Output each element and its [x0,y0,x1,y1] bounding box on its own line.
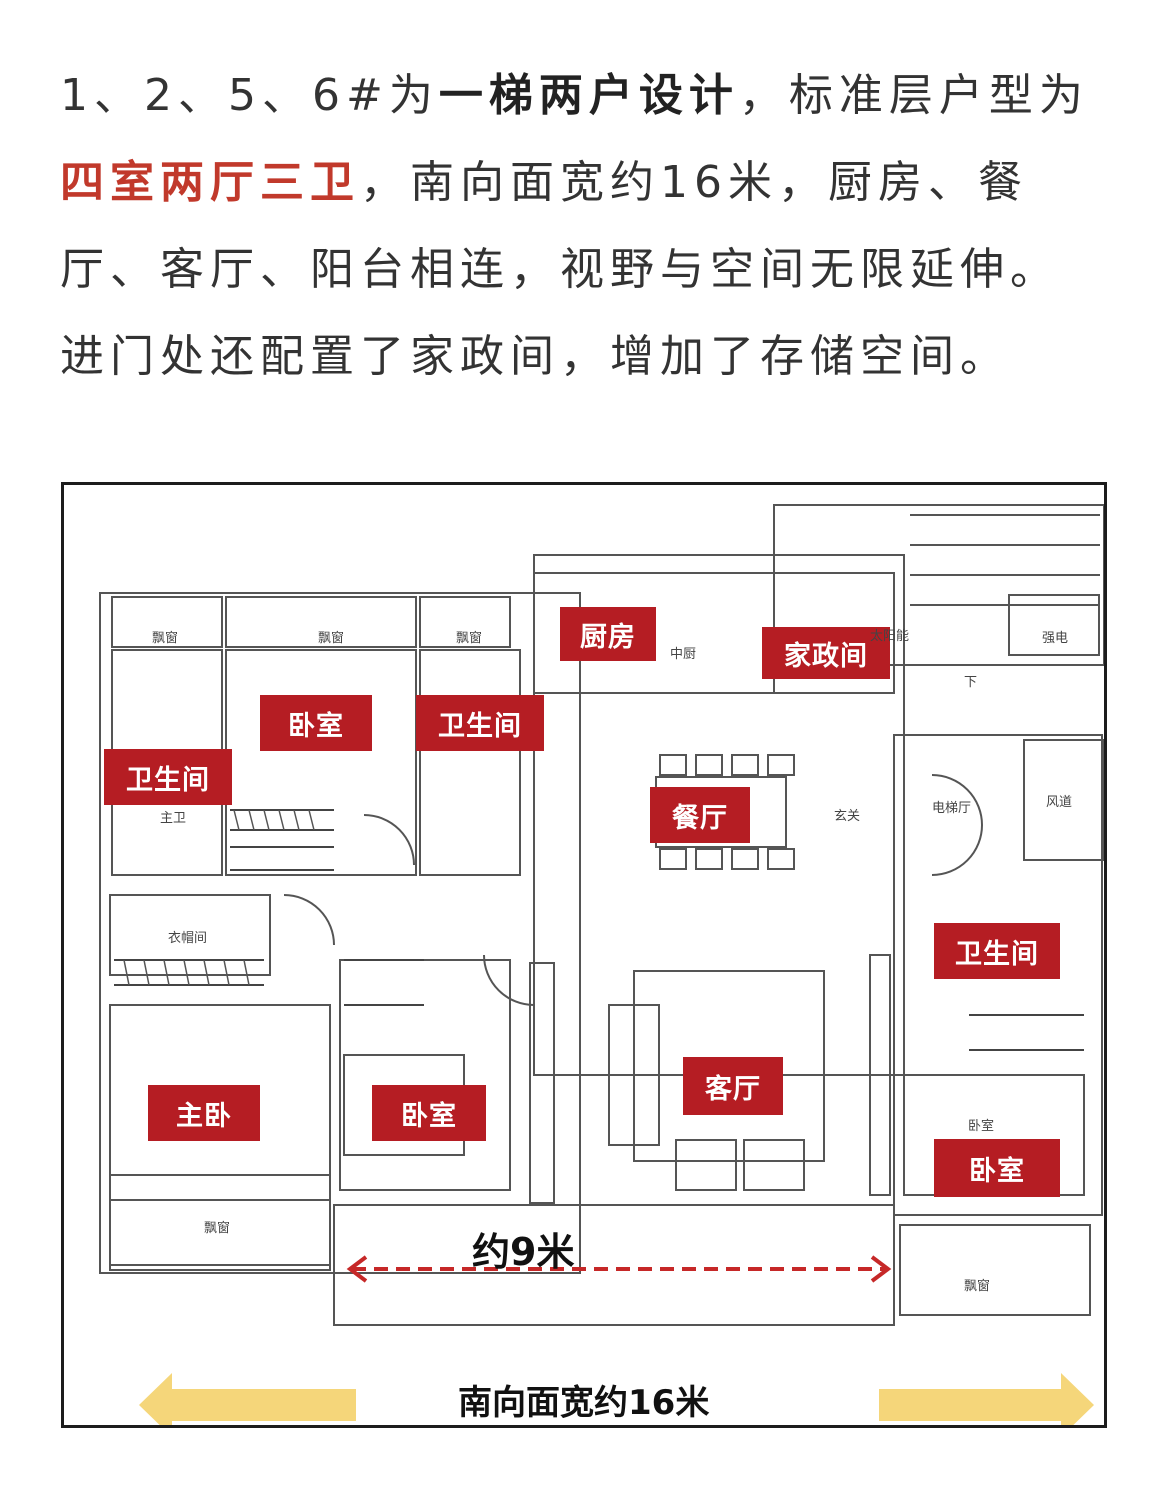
text-fire-valve: 太阳能 [870,629,910,644]
width-16m-label: 南向面宽约16米 [458,1383,710,1423]
text-elevator-hall: 电梯厅 [932,801,972,816]
label-bathroom-left: 卫生间 [104,749,232,805]
text-down: 下 [964,675,978,690]
text-bay-bottom-left: 飘窗 [204,1221,231,1236]
intro-line-2: 四室两厅三卫，南向面宽约16米，厨房、餐 [60,139,1120,226]
intro-highlight-red: 四室两厅三卫 [60,157,360,208]
label-bedroom-nw: 卧室 [260,695,372,751]
floor-plan-drawing [99,504,1104,1425]
label-dining: 餐厅 [650,787,750,843]
intro-text: ，南向面宽约16米，厨房、餐 [360,157,1028,208]
text-bedroom-small: 卧室 [968,1119,995,1134]
text-walk-in-closet: 衣帽间 [168,931,208,946]
label-master-bedroom: 主卧 [148,1085,260,1141]
label-bathroom-top: 卫生间 [416,695,544,751]
floor-plan-frame: 厨房 家政间 卧室 卫生间 卫生间 餐厅 卫生间 客厅 主卧 卧室 卧室 飘窗 … [61,482,1107,1428]
intro-paragraph: 1、2、5、6#为一梯两户设计，标准层户型为 四室两厅三卫，南向面宽约16米，厨… [60,52,1120,400]
text-bay-1: 飘窗 [152,631,179,646]
text-vent: 风道 [1046,795,1073,810]
text-bay-3: 飘窗 [456,631,483,646]
label-living: 客厅 [683,1057,783,1115]
text-strong-power: 强电 [1042,631,1069,646]
intro-line-4: 进门处还配置了家政间，增加了存储空间。 [60,331,1010,382]
intro-text: ，标准层户型为 [738,70,1089,121]
intro-line-1: 1、2、5、6#为一梯两户设计，标准层户型为 [60,52,1120,139]
label-bedroom-right: 卧室 [934,1139,1060,1197]
intro-text: 1、2、5、6#为 [60,70,439,121]
label-domestic-room: 家政间 [762,627,890,679]
intro-highlight-bold: 一梯两户设计 [438,70,739,121]
label-bedroom-middle: 卧室 [372,1085,486,1141]
text-bay-2: 飘窗 [318,631,345,646]
text-foyer: 玄关 [834,809,861,824]
label-kitchen: 厨房 [560,607,656,661]
label-bathroom-right: 卫生间 [934,923,1060,979]
dimension-9m-label: 约9米 [472,1230,575,1274]
text-master-bath: 主卫 [160,811,187,826]
intro-line-3: 厅、客厅、阳台相连，视野与空间无限延伸。 [60,244,1060,295]
text-middle-kitchen: 中厨 [670,647,697,662]
text-bay-bottom-right: 飘窗 [964,1279,991,1294]
